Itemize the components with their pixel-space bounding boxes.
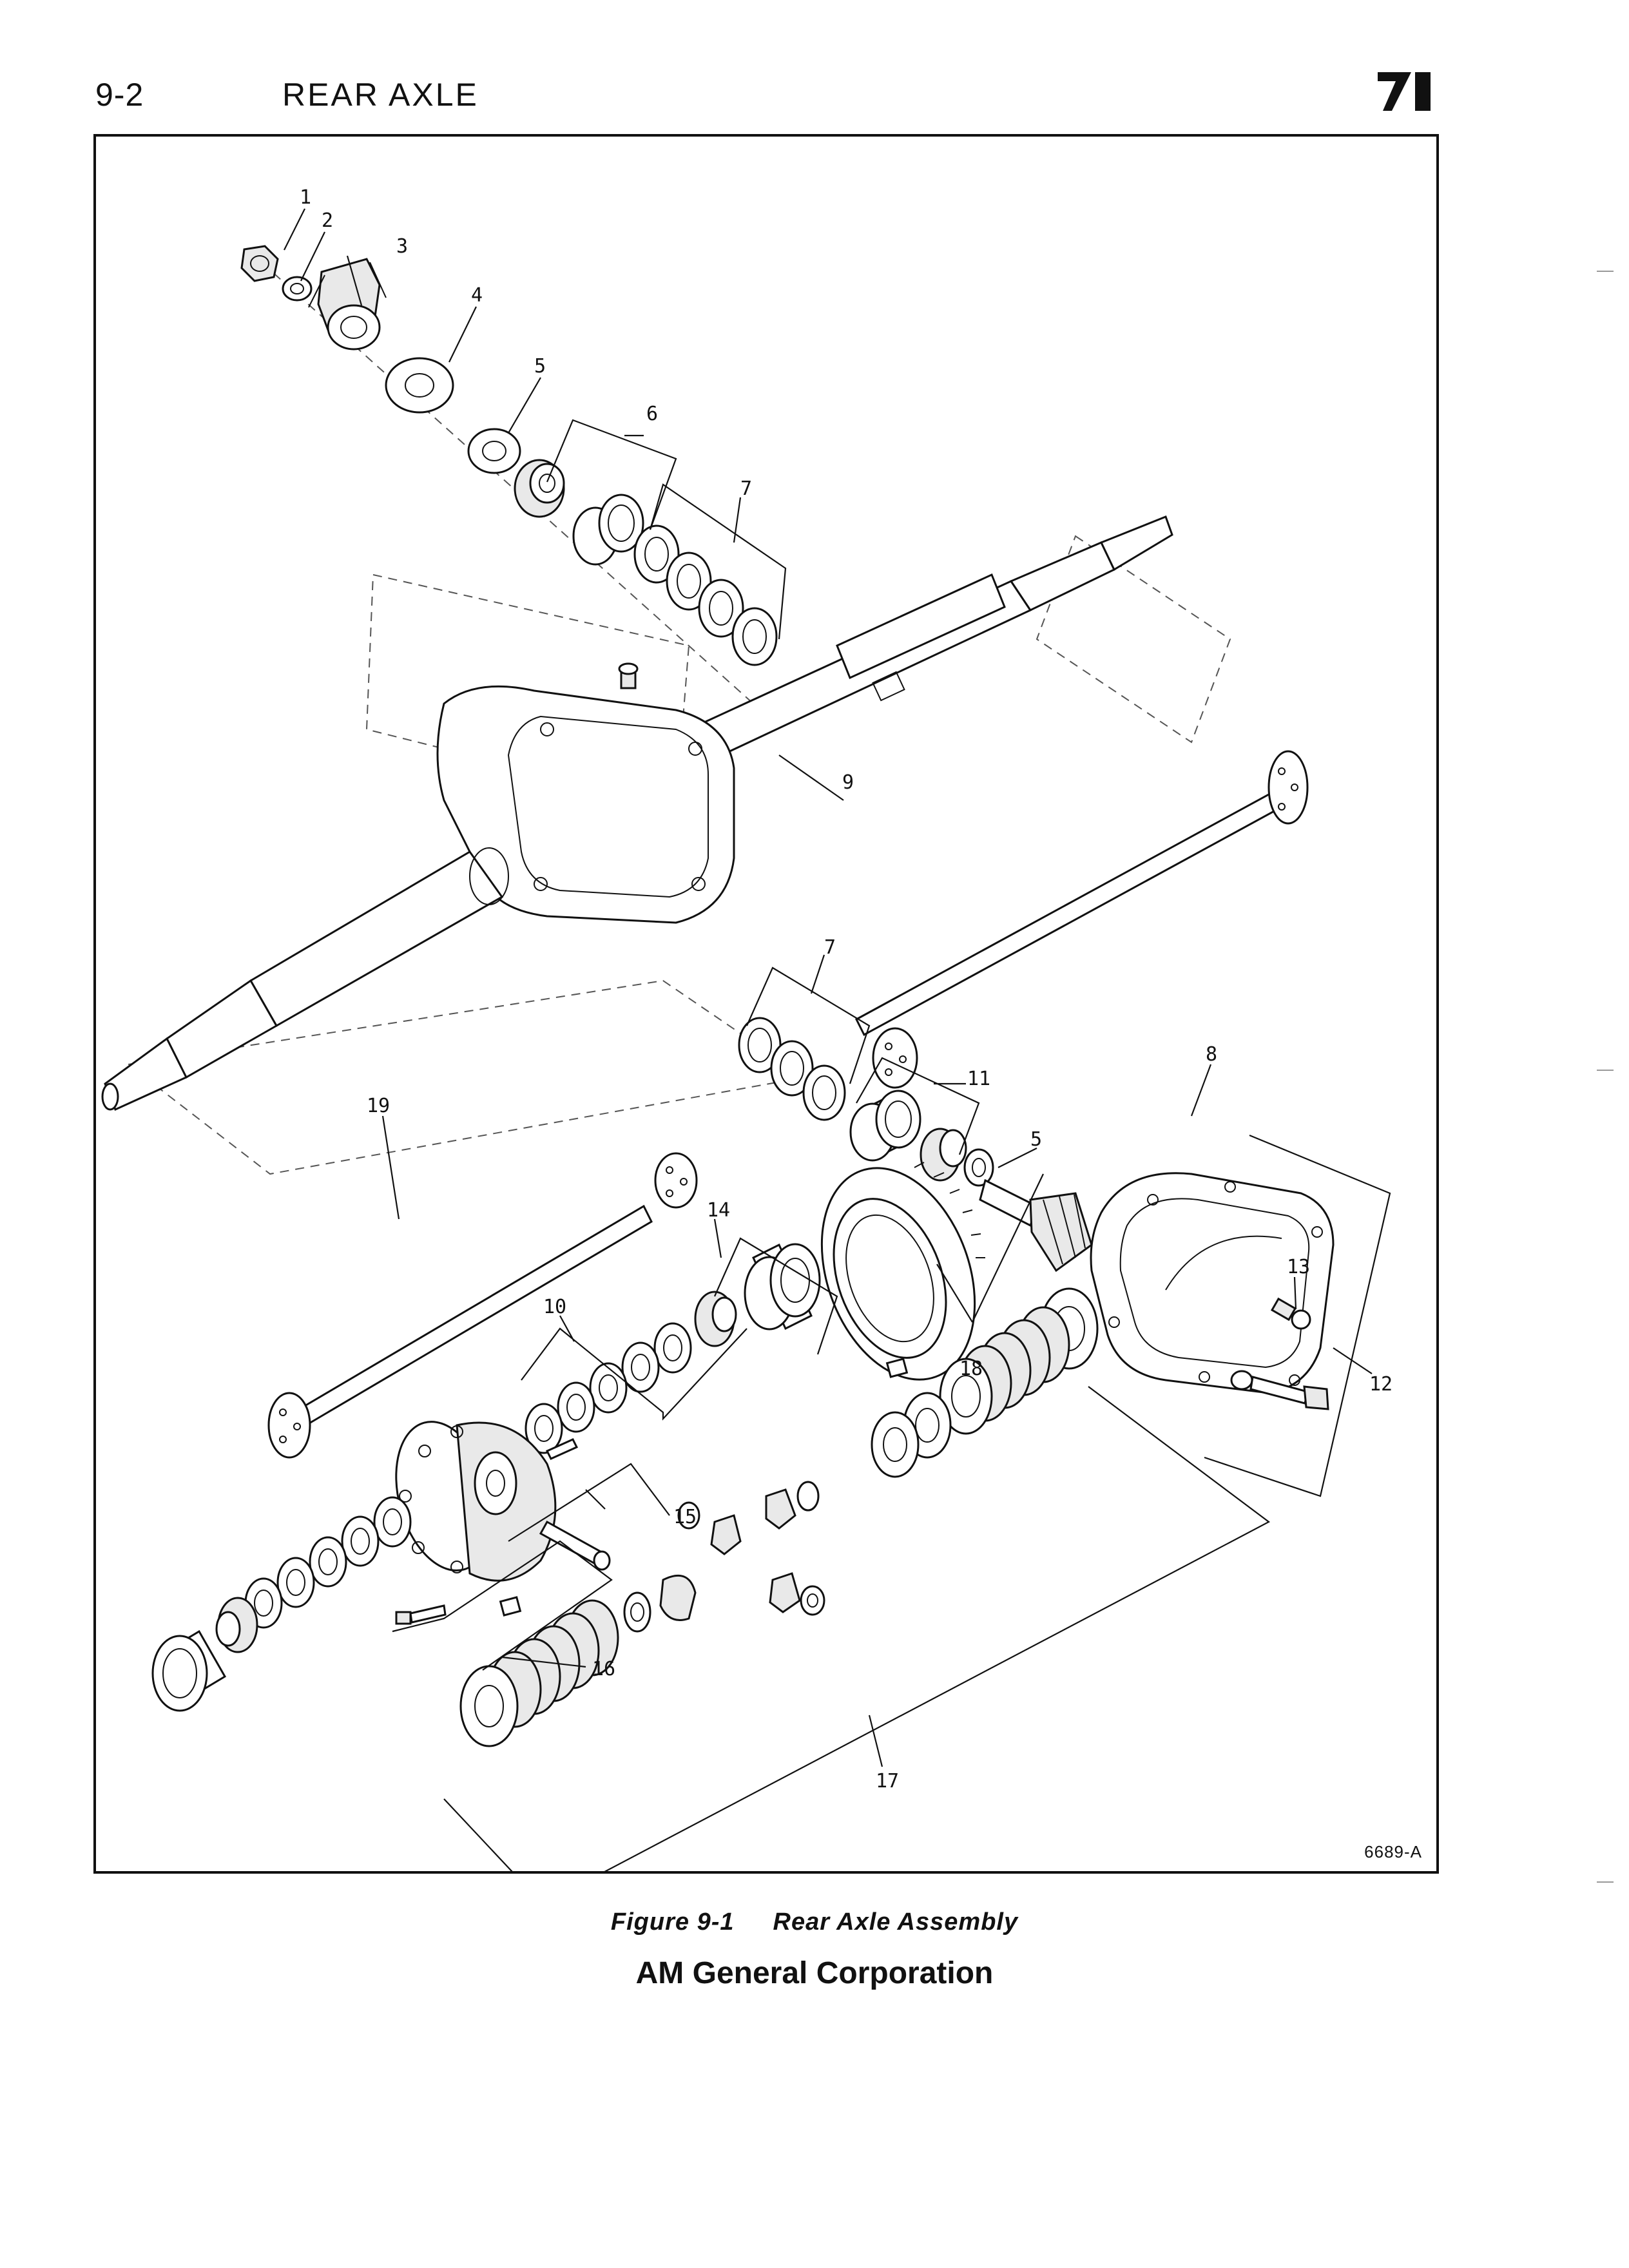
callout-6: 6 (646, 403, 658, 425)
callout-15: 15 (673, 1506, 697, 1528)
callout-7: 7 (740, 477, 752, 500)
differential-side-shims-part (525, 1322, 692, 1454)
ring-gear-part (820, 1162, 985, 1381)
company-name: AM General Corporation (635, 1956, 994, 1990)
section-number: 9-2 (95, 77, 144, 113)
callout-3: 3 (396, 235, 408, 258)
left-differential-bearing-part (151, 1597, 258, 1712)
callout-2: 2 (322, 209, 333, 232)
callout-19: 19 (367, 1095, 390, 1117)
scan-edge-mark (1597, 1881, 1614, 1883)
callout-10: 10 (543, 1296, 566, 1318)
callout-5: 5 (534, 355, 546, 378)
callout-7-lower: 7 (824, 936, 836, 959)
side-gears-and-clutch-pack-part (459, 1287, 1099, 1747)
callout-9: 9 (842, 771, 854, 794)
section-title: REAR AXLE (282, 77, 479, 113)
am-general-logo-icon (1378, 72, 1431, 111)
callout-14: 14 (707, 1199, 730, 1222)
differential-case-part (395, 1421, 557, 1582)
pinion-nut-part (240, 245, 279, 282)
figure-caption: Figure 9-1 Rear Axle Assembly (0, 1908, 1629, 1936)
axle-housing-part (101, 515, 1173, 1111)
lower-shims-and-bolt-part (244, 1496, 447, 1629)
phantom-outline-right (1036, 535, 1231, 744)
left-axle-shaft-part (267, 1152, 698, 1459)
rear-axle-exploded-diagram: 1 2 3 4 5 6 7 9 7 11 5 8 19 14 10 18 13 … (101, 186, 1393, 1871)
callout-labels: 1 2 3 4 5 6 7 9 7 11 5 8 19 14 10 18 13 … (300, 186, 1393, 1792)
figure-caption-label: Figure 9-1 (610, 1908, 735, 1936)
callout-11: 11 (967, 1068, 990, 1090)
callout-13: 13 (1287, 1256, 1310, 1278)
drive-pinion-gear-part (979, 1178, 1093, 1273)
cover-bolt-washer-part (1230, 1370, 1329, 1410)
pinion-shim-pack-part (633, 524, 778, 666)
pinion-washer-part (282, 276, 313, 302)
pinion-bearing-cup-part (572, 494, 644, 566)
differential-side-bearing-part (694, 1243, 821, 1347)
universal-joint-yoke-part (308, 258, 387, 351)
scan-edge-mark (1597, 271, 1614, 272)
callout-1: 1 (300, 186, 311, 209)
pinion-rear-bearing-cup-part (849, 1090, 921, 1162)
callout-5-lower: 5 (1030, 1128, 1042, 1151)
cross-shaft-pin-part (539, 1438, 611, 1571)
differential-shim-pack-part (738, 1017, 846, 1121)
callout-8: 8 (1206, 1043, 1217, 1066)
figure-frame: 1 2 3 4 5 6 7 9 7 11 5 8 19 14 10 18 13 … (93, 134, 1439, 1874)
callout-18: 18 (959, 1358, 983, 1380)
figure-id-code: 6689-A (1364, 1842, 1422, 1861)
differential-cover-part (1090, 1172, 1335, 1394)
right-axle-shaft-part (855, 750, 1309, 1089)
pinion-rear-bearing-part (920, 1128, 994, 1187)
leader-lines (284, 208, 1391, 1871)
callout-4: 4 (471, 284, 483, 307)
figure-caption-title: Rear Axle Assembly (773, 1908, 1019, 1936)
cover-bolt-part (1270, 1297, 1311, 1330)
callout-16: 16 (592, 1658, 615, 1680)
callout-12: 12 (1369, 1373, 1393, 1396)
scan-edge-mark (1597, 1070, 1614, 1071)
pinion-oil-seal-part (467, 428, 521, 474)
callout-17: 17 (876, 1770, 899, 1792)
pinion-front-bearing-part (514, 459, 565, 518)
oil-deflector-part (385, 357, 454, 414)
